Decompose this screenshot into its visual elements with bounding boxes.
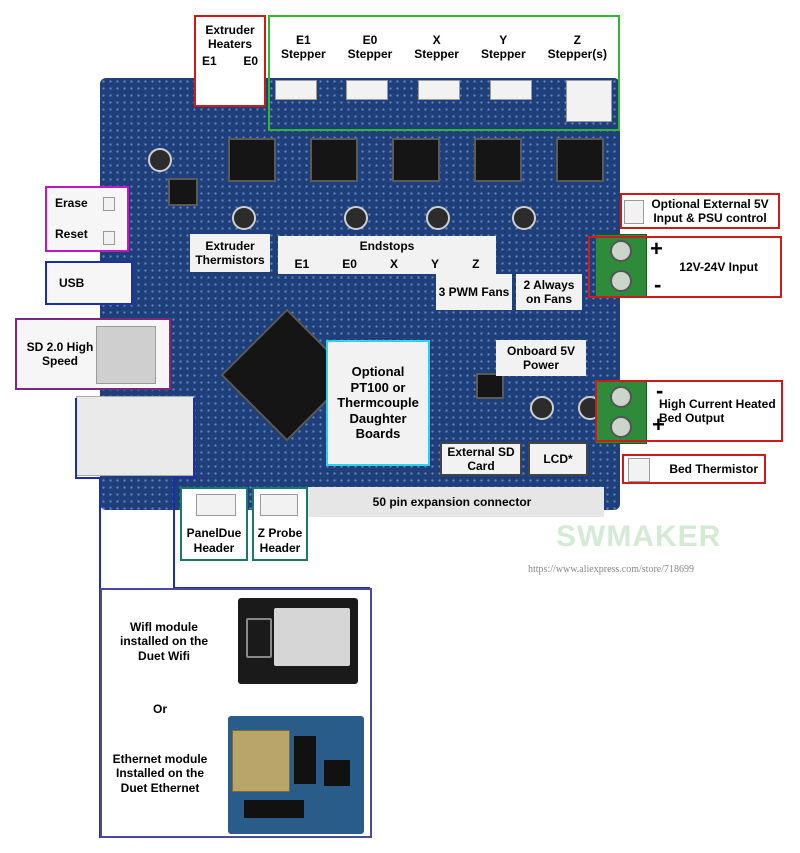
optional-psu-label-box: Optional External 5V Input & PSU control xyxy=(620,193,780,229)
ethernet-module-image xyxy=(228,716,364,834)
capacitor xyxy=(426,206,450,230)
pt100-label: Optional PT100 or Thermcouple Daughter B… xyxy=(337,364,419,442)
capacitor xyxy=(148,148,172,172)
heated-bed-output-label-box: High Current Heated Bed Output xyxy=(595,380,783,442)
power-input-label-box: 12V-24V Input xyxy=(588,236,782,298)
bed-plus-sign: + xyxy=(652,412,665,437)
pt100-label-box: Optional PT100 or Thermcouple Daughter B… xyxy=(326,340,430,466)
screw-terminal xyxy=(610,416,632,438)
stepper-connector xyxy=(275,80,317,100)
sd-card-slot-part xyxy=(96,326,156,384)
stepper-driver-chip-y xyxy=(474,138,522,182)
erase-label: Erase xyxy=(55,196,88,211)
heater-e1-label: E1 xyxy=(202,53,217,68)
endstop-y-label: Y xyxy=(431,257,440,271)
erase-button-part xyxy=(103,197,115,211)
bed-thermistor-connector xyxy=(628,458,650,482)
endstop-e1-label: E1 xyxy=(294,257,310,271)
always-on-fans-label-box: 2 Always on Fans xyxy=(516,274,582,310)
capacitor xyxy=(512,206,536,230)
heated-bed-output-label: High Current Heated Bed Output xyxy=(659,396,776,425)
extruder-heaters-label-box: Extruder Heaters E1 E0 xyxy=(194,15,266,107)
bed-thermistor-label: Bed Thermistor xyxy=(669,461,758,476)
wifi-module-on-board xyxy=(76,396,194,476)
extruder-thermistors-label-box: Extruder Thermistors xyxy=(190,234,270,272)
screw-terminal xyxy=(610,386,632,408)
lcd-label-box: LCD* xyxy=(528,442,588,476)
screw-terminal xyxy=(610,240,632,262)
onboard-5v-label: Onboard 5V Power xyxy=(506,343,575,372)
always-on-fans-label: 2 Always on Fans xyxy=(523,277,575,306)
pwm-fans-label: 3 PWM Fans xyxy=(438,284,510,299)
bed-minus-sign: - xyxy=(656,378,664,403)
optional-psu-label: Optional External 5V Input & PSU control xyxy=(651,196,769,225)
pwm-fans-label-box: 3 PWM Fans xyxy=(436,274,512,310)
power-input-minus-sign: - xyxy=(654,272,662,297)
stepper-driver-chip-e1 xyxy=(228,138,276,182)
expansion-connector-label: 50 pin expansion connector xyxy=(372,494,532,509)
reset-button-part xyxy=(103,231,115,245)
power-input-plus-sign: + xyxy=(650,236,663,261)
power-inductor xyxy=(476,373,504,399)
stepper-connector xyxy=(418,80,460,100)
endstop-x-label: X xyxy=(389,257,398,271)
swmaker-watermark: SWMAKER xyxy=(556,520,722,553)
capacitor xyxy=(344,206,368,230)
wifi-module-image xyxy=(238,598,358,684)
sd-label: SD 2.0 High Speed xyxy=(26,339,94,368)
capacitor xyxy=(530,396,554,420)
lcd-label: LCD* xyxy=(543,451,573,466)
or-label: Or xyxy=(152,702,167,716)
zprobe-connector xyxy=(260,494,298,516)
expansion-connector-label-box: 50 pin expansion connector xyxy=(300,487,604,517)
store-url-watermark: https://www.aliexpress.com/store/718699 xyxy=(528,564,694,575)
endstop-z-label: Z xyxy=(472,257,480,271)
stepper-connector xyxy=(566,80,612,122)
screw-terminal xyxy=(610,270,632,292)
stepper-driver-chip-e0 xyxy=(310,138,358,182)
stepper-connector xyxy=(346,80,388,100)
stepper-driver-chip-x xyxy=(392,138,440,182)
heater-e0-label: E0 xyxy=(243,53,258,68)
onboard-5v-label-box: Onboard 5V Power xyxy=(496,340,586,376)
erase-reset-label-box: Erase Reset xyxy=(45,186,129,252)
psu-control-connector xyxy=(624,200,644,224)
regulator-chip xyxy=(168,178,198,206)
ethernet-module-label: Ethernet module Installed on the Duet Et… xyxy=(112,752,208,795)
extruder-thermistors-label: Extruder Thermistors xyxy=(195,238,265,267)
wifi-module-label: Wifl module installed on the Duet Wifi xyxy=(119,620,208,663)
extruder-heaters-label: Extruder Heaters xyxy=(205,23,255,52)
endstops-label: Endstops xyxy=(359,238,415,253)
endstop-e0-label: E0 xyxy=(342,257,357,271)
power-input-label: 12V-24V Input xyxy=(679,259,758,274)
zprobe-header-label: Z Probe Header xyxy=(257,526,303,555)
external-sd-label: External SD Card xyxy=(447,444,515,473)
stepper-connector xyxy=(490,80,532,100)
usb-label: USB xyxy=(59,275,85,290)
stepper-driver-chip-z xyxy=(556,138,604,182)
capacitor xyxy=(232,206,256,230)
endstops-label-box: Endstops E1 E0 X Y Z xyxy=(278,236,496,274)
external-sd-label-box: External SD Card xyxy=(440,442,522,476)
paneldue-connector xyxy=(196,494,236,516)
reset-label: Reset xyxy=(55,227,88,242)
paneldue-header-label: PanelDue Header xyxy=(186,526,242,555)
usb-label-box: USB xyxy=(45,261,133,305)
